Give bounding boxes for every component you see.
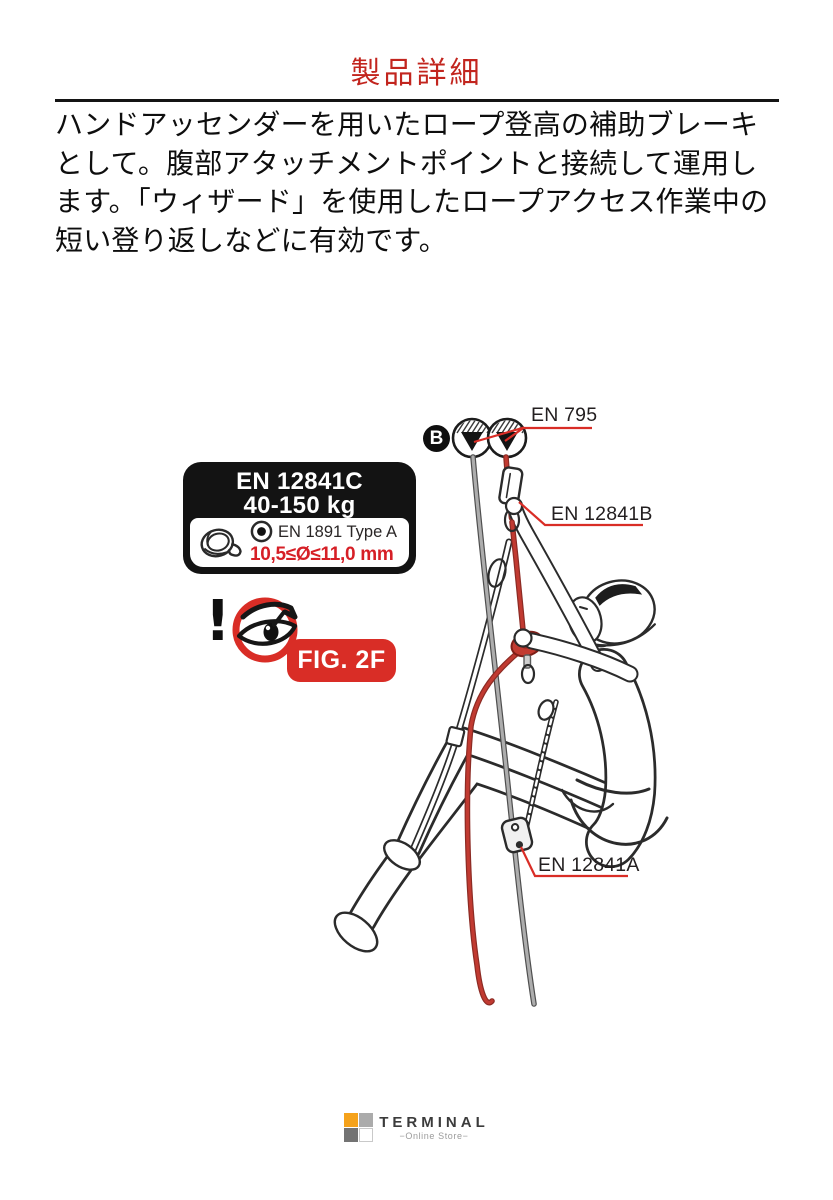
logo-square-dark-gray xyxy=(344,1128,359,1142)
logo-square-white xyxy=(359,1128,374,1142)
label-en12841a: EN 12841A xyxy=(538,854,640,876)
figure-reference-badge: FIG. 2F xyxy=(287,639,396,682)
spec-standard: EN 12841C xyxy=(236,468,363,495)
safety-rope xyxy=(470,454,537,1007)
backup-device xyxy=(500,816,534,854)
logo-text: TERMINAL −Online Store− xyxy=(379,1113,489,1141)
spec-badge: EN 12841C 40-150 kg EN 1891 Type A 10,5≤… xyxy=(183,462,416,574)
product-description: ハンドアッセンダーを用いたロープ登高の補助ブレーキとして。腹部アタッチメントポイ… xyxy=(55,109,769,256)
brand-name: TERMINAL xyxy=(379,1113,489,1131)
label-en795: EN 795 xyxy=(531,404,598,426)
brand-tagline: −Online Store− xyxy=(399,1130,469,1141)
hand-ascender xyxy=(498,466,524,533)
leader-line-en795 xyxy=(473,426,592,444)
warning-eye-icon xyxy=(232,597,298,663)
leader-line-en12841a xyxy=(520,846,628,878)
label-en12841b: EN 12841B xyxy=(551,503,653,525)
title-divider xyxy=(55,99,779,102)
page-title: 製品詳細 xyxy=(350,57,483,90)
leader-line-en12841b xyxy=(518,501,643,527)
spec-weight-range: 40-150 kg xyxy=(243,492,356,519)
anchor-b-marker: B xyxy=(423,425,450,452)
rope-standard-label: EN 1891 Type A xyxy=(278,522,397,541)
rope-diameter-icon xyxy=(250,520,273,543)
spec-rope-panel: EN 1891 Type A 10,5≤Ø≤11,0 mm xyxy=(190,518,409,567)
rope-diameter-value: 10,5≤Ø≤11,0 mm xyxy=(250,544,394,565)
working-rope-slack xyxy=(464,647,524,1006)
store-logo: TERMINAL −Online Store− xyxy=(0,1113,833,1142)
logo-square-orange xyxy=(344,1113,359,1127)
exclamation-mark: ! xyxy=(205,589,231,654)
climber-illustration xyxy=(333,454,669,1007)
logo-squares-icon xyxy=(344,1113,374,1142)
logo-square-light-gray xyxy=(359,1113,374,1127)
rope-coil-icon xyxy=(200,528,242,557)
